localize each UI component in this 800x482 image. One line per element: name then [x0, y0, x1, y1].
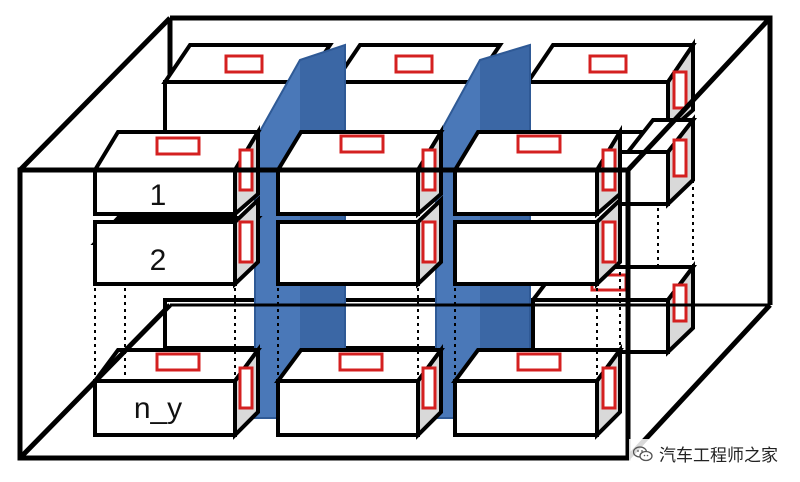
cell-c2-n	[274, 343, 445, 440]
front-column-3	[451, 124, 624, 440]
watermark: 汽车工程师之家	[629, 439, 782, 468]
front-column-1: 1 2 n_y	[90, 124, 263, 440]
watermark-text: 汽车工程师之家	[659, 446, 778, 466]
cell-c3-2	[453, 195, 622, 289]
cell-c2-2	[276, 195, 443, 289]
front-column-2	[274, 124, 445, 440]
cell-back-1	[161, 43, 334, 134]
cell-2	[90, 195, 263, 289]
cell-2-label: 2	[150, 244, 167, 277]
cell-n-label: n_y	[134, 392, 182, 425]
cell-c3-1	[451, 124, 624, 219]
cell-n	[91, 343, 262, 440]
enclosure-front	[17, 16, 772, 461]
cell-c3-n	[451, 343, 624, 440]
cell-1	[91, 124, 262, 219]
continuation-dots	[94, 180, 694, 378]
wechat-icon	[633, 445, 653, 461]
back-row-lower	[163, 261, 698, 357]
cell-c2-1	[274, 124, 445, 219]
cell-1-label: 1	[150, 179, 167, 212]
